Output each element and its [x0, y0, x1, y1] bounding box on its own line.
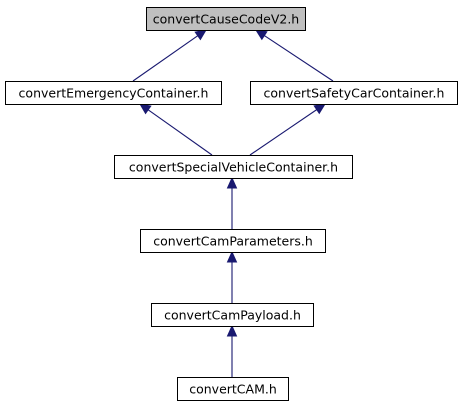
node-label: convertCamParameters.h	[153, 234, 313, 249]
node-box	[146, 7, 306, 31]
edge-line	[132, 35, 199, 82]
arrow-head-icon	[226, 324, 238, 337]
arrow-head-icon	[313, 103, 327, 115]
arrow-head-icon	[254, 29, 268, 41]
node-convertemergencycontainer[interactable]: convertEmergencyContainer.h	[5, 81, 222, 105]
node-convertcam[interactable]: convertCAM.h	[177, 377, 289, 401]
node-convertcamparameters[interactable]: convertCamParameters.h	[140, 229, 326, 253]
node-convertspecialvehiclecontainer[interactable]: convertSpecialVehicleContainer.h	[114, 155, 353, 179]
edge-n5-to-n4	[226, 250, 238, 303]
node-box	[140, 229, 326, 253]
edge-n2-to-n0	[254, 29, 334, 82]
node-label: convertCauseCodeV2.h	[153, 12, 299, 27]
node-label: convertSafetyCarContainer.h	[264, 86, 445, 101]
node-box	[250, 81, 458, 105]
edge-line	[147, 109, 213, 156]
edge-n6-to-n5	[226, 324, 238, 377]
node-box	[5, 81, 222, 105]
edge-n1-to-n0	[132, 29, 207, 82]
node-box	[151, 303, 314, 327]
arrow-head-icon	[226, 176, 238, 189]
node-label: convertSpecialVehicleContainer.h	[129, 160, 338, 175]
node-box	[114, 155, 353, 179]
edge-n3-to-n2	[249, 103, 327, 156]
edge-line	[249, 109, 318, 156]
arrow-head-icon	[139, 103, 152, 115]
node-convertcausecodev2[interactable]: convertCauseCodeV2.h	[146, 7, 306, 31]
arrow-head-icon	[194, 29, 207, 41]
edge-n3-to-n1	[139, 103, 213, 156]
node-label: convertEmergencyContainer.h	[19, 86, 209, 101]
edge-n4-to-n3	[226, 176, 238, 229]
node-convertsafetycarcontainer[interactable]: convertSafetyCarContainer.h	[250, 81, 458, 105]
node-label: convertCamPayload.h	[164, 308, 301, 323]
node-box	[177, 377, 289, 401]
edge-line	[264, 35, 334, 82]
arrow-head-icon	[226, 250, 238, 263]
node-convertcampayload[interactable]: convertCamPayload.h	[151, 303, 314, 327]
node-label: convertCAM.h	[189, 382, 277, 397]
